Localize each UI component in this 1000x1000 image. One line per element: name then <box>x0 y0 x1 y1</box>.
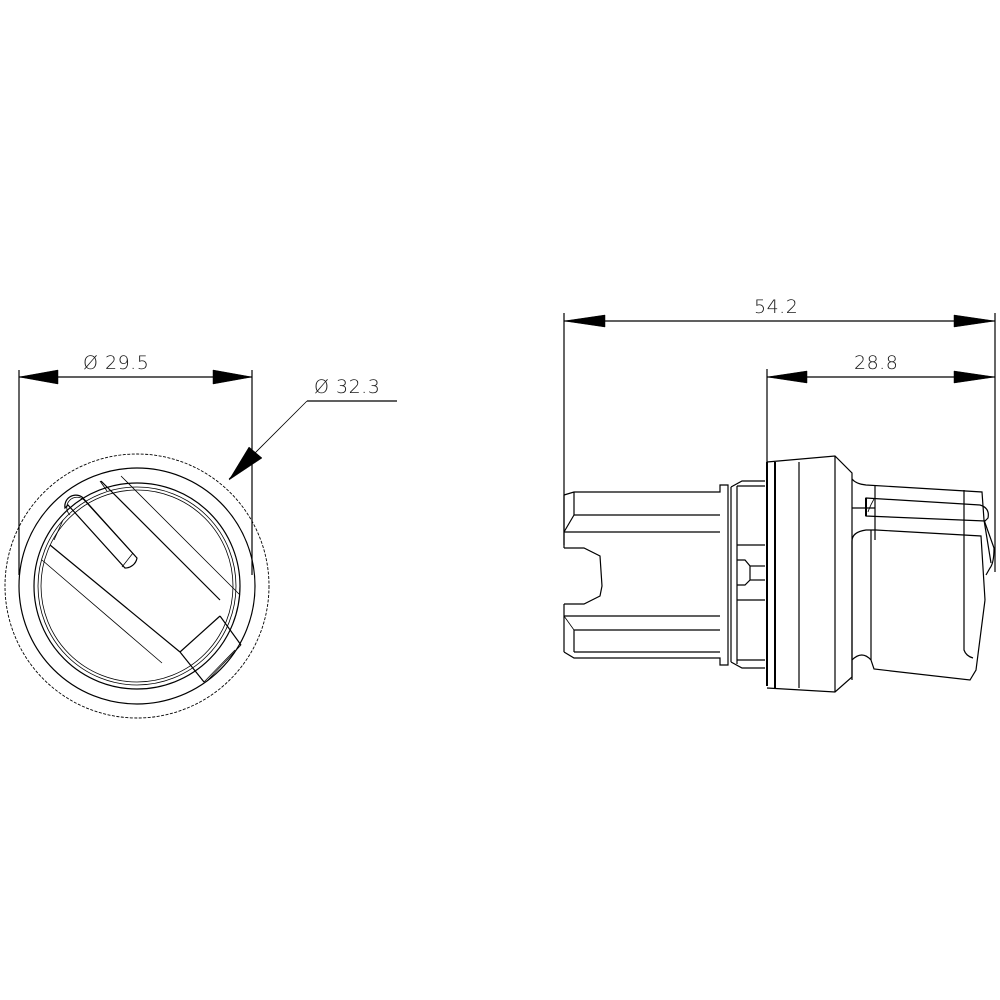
knob-edge <box>41 559 163 664</box>
knob-edge <box>100 480 221 601</box>
arrowhead-icon <box>766 370 808 384</box>
knob-tip <box>179 651 205 683</box>
knob-edge <box>49 544 181 653</box>
arrowhead-icon <box>953 314 996 328</box>
dimension-label-front-length: 28.8 <box>854 352 898 374</box>
bezel-outline <box>766 455 853 693</box>
inner-ring-3 <box>40 489 234 683</box>
nut-edge <box>730 480 765 488</box>
knob-edge <box>99 480 108 492</box>
inner-ring-2 <box>37 486 237 686</box>
latch-notch <box>564 547 603 605</box>
selector-knob <box>41 475 242 683</box>
dimension-label-overall-length: 54.2 <box>754 296 798 318</box>
housing-edge <box>563 615 575 631</box>
arrowhead-icon <box>18 369 59 385</box>
housing-edge <box>563 514 575 533</box>
arrowhead-icon <box>953 370 996 384</box>
indicator-slot-inner <box>66 496 137 558</box>
knob-tip <box>219 615 242 646</box>
knob-body-bottom <box>851 599 986 681</box>
mounting-nut <box>730 480 765 669</box>
knob-body-top <box>851 529 986 601</box>
arrowhead-icon <box>228 446 263 481</box>
knob-face <box>963 542 974 659</box>
side-view: 54.2 28.8 <box>563 296 996 693</box>
knob-tip <box>203 649 236 683</box>
knob-face <box>983 519 992 564</box>
knob-lever <box>867 498 875 513</box>
front-bezel <box>766 455 853 693</box>
indicator-slot <box>64 494 138 569</box>
selector-knob-side <box>851 478 995 681</box>
dimension-overall-length: 54.2 <box>563 296 996 572</box>
dimension-label-inner-diameter: Ø 29.5 <box>83 352 149 374</box>
indicator-slot-outline <box>64 494 138 569</box>
dimension-outer-diameter: Ø 32.3 <box>228 376 397 481</box>
bezel-outline <box>4 453 270 719</box>
knob-lever <box>865 497 989 522</box>
rear-housing-outline <box>563 484 729 666</box>
arrowhead-icon <box>212 369 253 385</box>
dimension-front-length: 28.8 <box>766 352 996 462</box>
front-view: Ø 29.5 Ø 32.3 <box>4 352 397 719</box>
nut-key <box>737 559 751 586</box>
dimension-label-outer-diameter: Ø 32.3 <box>314 376 380 398</box>
inner-ring-1 <box>33 482 241 690</box>
knob-top-outline <box>851 478 995 576</box>
arrowhead-icon <box>563 314 606 328</box>
bezel-ring <box>18 467 256 705</box>
rear-housing <box>563 484 729 666</box>
knob-edge <box>120 475 241 596</box>
dimension-inner-diameter: Ø 29.5 <box>18 352 253 575</box>
knob-edge <box>53 519 64 541</box>
indicator-slot-inner <box>121 552 134 568</box>
nut-edge <box>730 661 765 669</box>
knob-tip <box>179 615 221 653</box>
knob-tip <box>206 644 242 682</box>
outer-bezel-circle <box>4 453 270 719</box>
